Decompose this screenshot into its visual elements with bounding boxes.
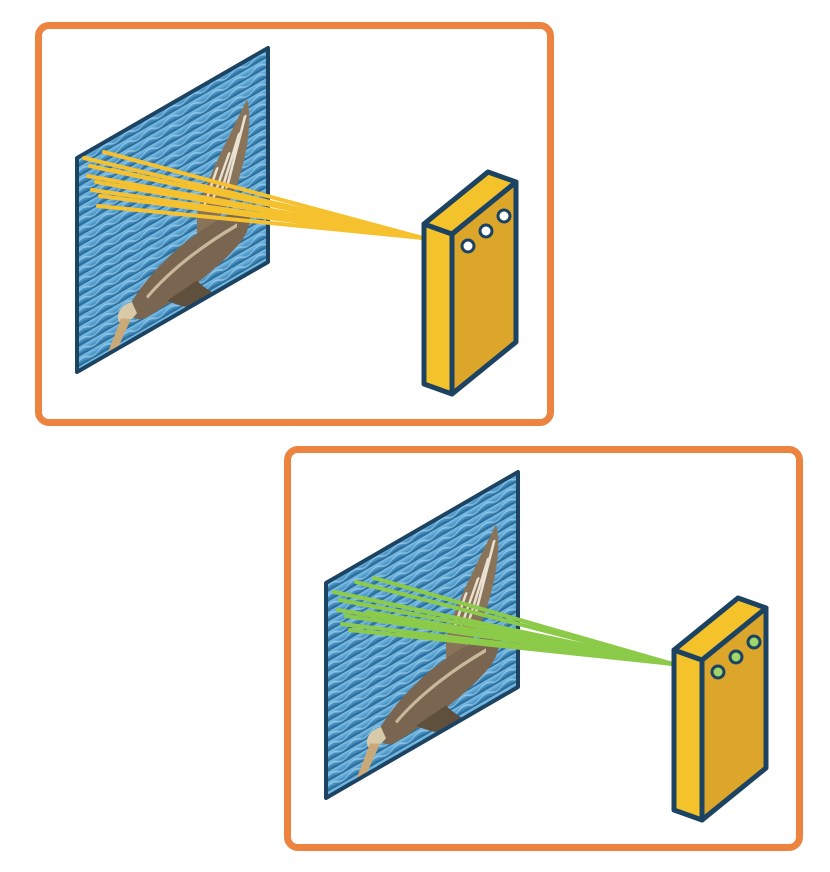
neuron-unit-circle [496,208,512,224]
receptive-field-connections-1 [82,150,425,240]
neuron-block-1 [424,172,516,394]
neuron-unit-circle [728,649,744,665]
neuron-unit-circle [746,634,762,650]
neuron-unit-circle [460,238,476,254]
input-image-2 [324,470,520,800]
neuron-unit-circle [478,223,494,239]
panel-1-content [75,46,516,488]
input-image-1 [75,46,270,374]
neuron-unit-circle [710,664,726,680]
neuron-block-2 [674,598,766,820]
panel-2-content [324,470,766,872]
receptive-field-connections-2 [332,576,675,666]
